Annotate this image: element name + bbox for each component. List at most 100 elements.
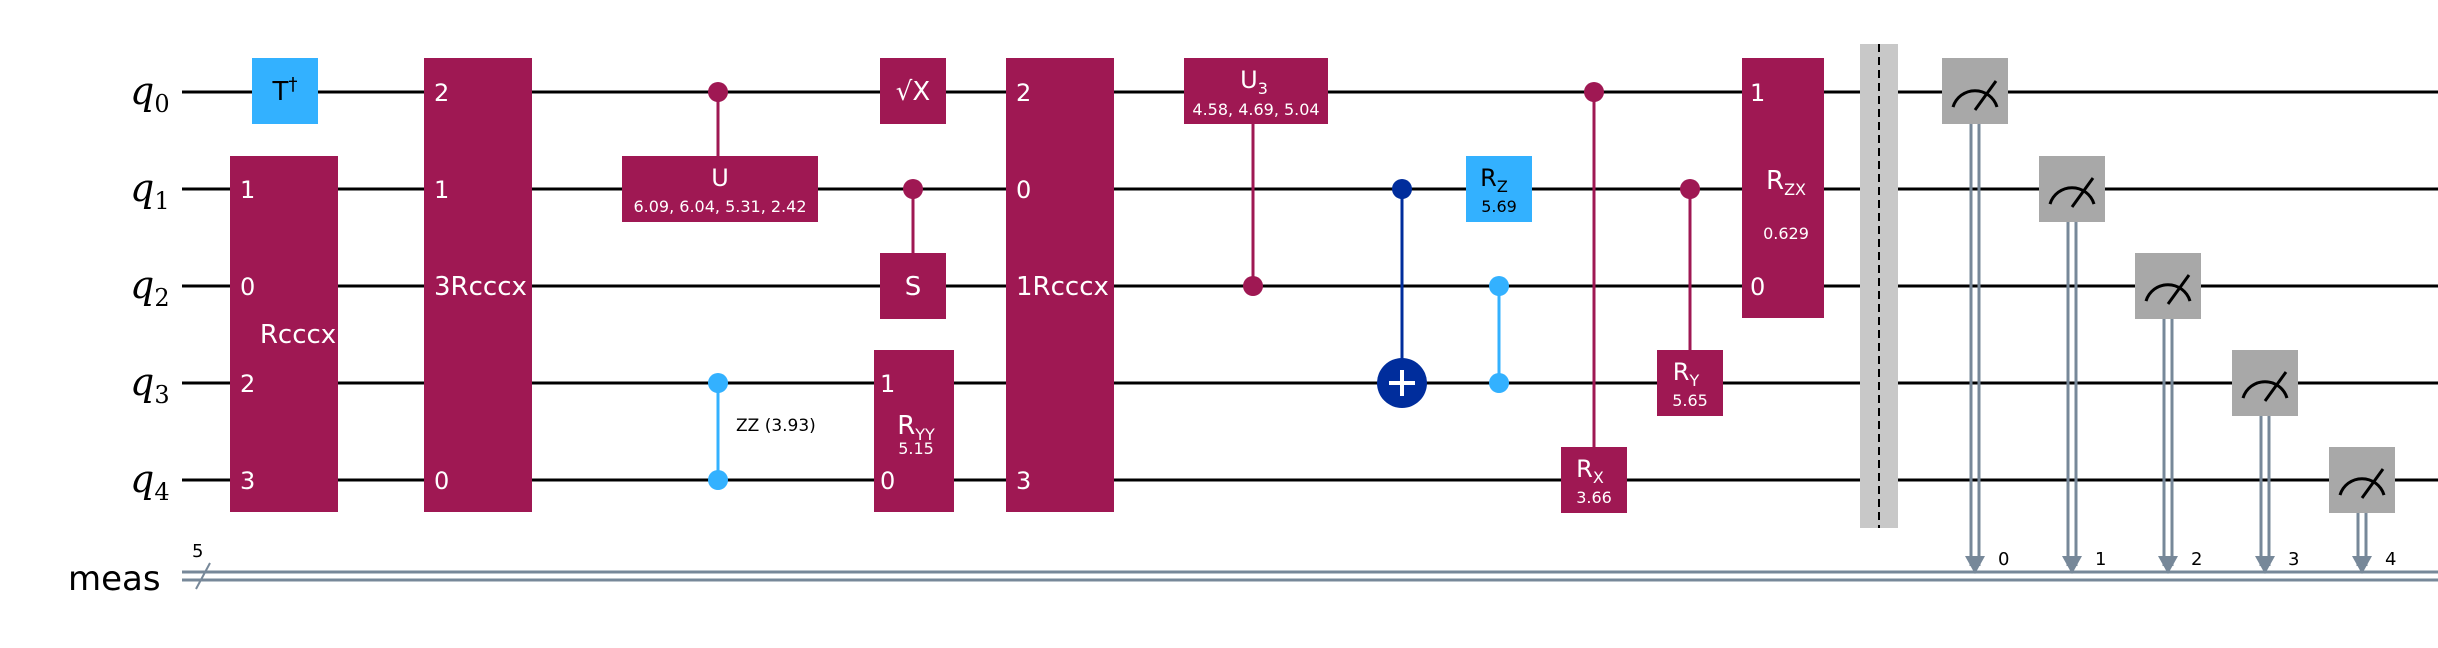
ryy-sub: YY	[914, 425, 935, 444]
rz-label: RZ	[1480, 164, 1508, 196]
rz-base: R	[1480, 164, 1497, 192]
qubit-label-4-sub: 4	[154, 478, 169, 506]
rcccx-1-port-q1: 1	[240, 176, 255, 204]
sx-gate: √X	[880, 58, 946, 124]
u3-control-dot	[1243, 276, 1263, 296]
rcccx-gate-1: 1 0 2 3 Rcccx	[230, 156, 338, 512]
zz-gate: ZZ (3.93)	[708, 373, 816, 490]
cz-dot-q2	[1489, 276, 1509, 296]
measure-q1: 1	[2039, 156, 2106, 574]
measure-q4: 4	[2329, 447, 2396, 574]
rx-label: RX	[1576, 455, 1604, 487]
u-control-dot	[708, 82, 728, 102]
rcccx-1-name: Rcccx	[260, 320, 336, 350]
cz-gate	[1489, 276, 1509, 393]
rz-gate: RZ 5.69	[1466, 156, 1532, 222]
measure-bit-4: 4	[2385, 549, 2396, 570]
s-control-dot	[903, 179, 923, 199]
qubit-label-3-base: q	[130, 360, 154, 404]
rzx-sub: ZX	[1784, 180, 1806, 199]
rzx-port-q2: 0	[1750, 273, 1765, 301]
cz-dot-q3	[1489, 373, 1509, 393]
classical-register-label: meas	[68, 559, 161, 599]
tdg-gate: T†	[252, 58, 318, 124]
rcccx-2-port-q0: 2	[434, 79, 449, 107]
qubit-label-0: q0	[130, 69, 170, 118]
qubit-label-0-sub: 0	[154, 90, 169, 118]
rx-control-dot	[1584, 82, 1604, 102]
ryy-port-q4: 0	[880, 467, 895, 495]
controlled-ry-gate: RY 5.65	[1657, 179, 1723, 416]
qubit-label-4: q4	[130, 457, 170, 506]
ryy-label: RYY	[897, 411, 935, 444]
rcccx-3-port-q1: 0	[1016, 176, 1031, 204]
ryy-param: 5.15	[898, 439, 934, 458]
tdg-gate-sup: †	[288, 74, 297, 95]
tdg-gate-base: T	[272, 77, 289, 107]
ry-param: 5.65	[1672, 391, 1708, 410]
ryy-port-q3: 1	[880, 370, 895, 398]
register-labels: q0 q1 q2 q3 q4 meas	[68, 69, 170, 599]
qubit-label-0-base: q	[130, 69, 154, 113]
qubit-label-3: q3	[130, 360, 170, 409]
qubit-label-3-sub: 3	[154, 381, 169, 409]
qubit-label-2: q2	[130, 263, 170, 312]
rcccx-1-port-q4: 3	[240, 467, 255, 495]
zz-dot-q3	[708, 373, 728, 393]
u-gate-params: 6.09, 6.04, 5.31, 2.42	[633, 197, 806, 216]
rcccx-3-name: 1Rcccx	[1016, 272, 1109, 302]
rcccx-3-port-q0: 2	[1016, 79, 1031, 107]
rcccx-1-port-q2: 0	[240, 273, 255, 301]
rzx-param: 0.629	[1763, 224, 1809, 243]
qubit-label-1-base: q	[130, 166, 154, 210]
qubit-label-1: q1	[130, 166, 170, 215]
cnot-gate	[1377, 179, 1427, 408]
controlled-s-gate: S	[880, 179, 946, 319]
rx-base: R	[1576, 455, 1593, 483]
ry-control-dot	[1680, 179, 1700, 199]
rcccx-2-port-q1: 1	[434, 176, 449, 204]
qubit-label-1-sub: 1	[154, 187, 169, 215]
rcccx-3-port-q4: 3	[1016, 467, 1031, 495]
barrier	[1860, 44, 1898, 528]
sx-gate-label: √X	[896, 77, 930, 107]
rcccx-2-port-q4: 0	[434, 467, 449, 495]
u-gate-name: U	[711, 164, 729, 192]
u3-label: U3	[1240, 66, 1268, 98]
qubit-label-2-base: q	[130, 263, 154, 307]
cnot-control-dot	[1392, 179, 1412, 199]
rzx-gate: 1 0 RZX 0.629	[1742, 58, 1824, 318]
ry-sub: Y	[1688, 371, 1699, 390]
zz-dot-q4	[708, 470, 728, 490]
measure-bit-0: 0	[1998, 549, 2009, 570]
rz-param: 5.69	[1481, 197, 1517, 216]
bus-width-label: 5	[192, 541, 203, 562]
rcccx-gate-2: 2 1 3Rcccx 0	[424, 58, 532, 512]
bus-slash	[195, 562, 211, 590]
rz-sub: Z	[1497, 177, 1508, 196]
qubit-label-2-sub: 2	[154, 284, 169, 312]
rzx-base: R	[1766, 166, 1784, 196]
ryy-base: R	[897, 411, 915, 441]
ry-base: R	[1673, 358, 1690, 386]
measure-bit-2: 2	[2191, 549, 2202, 570]
rzx-port-q0: 1	[1750, 79, 1765, 107]
controlled-u-gate: U 6.09, 6.04, 5.31, 2.42	[622, 82, 818, 222]
ryy-gate: 1 0 RYY 5.15	[874, 350, 954, 512]
u3-base: U	[1240, 66, 1258, 94]
tdg-gate-label: T†	[272, 74, 298, 107]
u3-params: 4.58, 4.69, 5.04	[1192, 100, 1319, 119]
u3-sub: 3	[1258, 79, 1268, 98]
s-gate-label: S	[905, 272, 922, 302]
rx-sub: X	[1593, 468, 1604, 487]
rzx-label: RZX	[1766, 166, 1806, 199]
controlled-u3-gate: U3 4.58, 4.69, 5.04	[1184, 58, 1328, 296]
ry-label: RY	[1673, 358, 1700, 390]
rx-param: 3.66	[1576, 488, 1612, 507]
measure-q3: 3	[2232, 350, 2299, 574]
rcccx-gate-3: 2 0 1Rcccx 3	[1006, 58, 1114, 512]
classical-wire	[182, 570, 2438, 582]
measure-q0: 0	[1942, 58, 2009, 574]
rcccx-2-name: 3Rcccx	[434, 272, 527, 302]
